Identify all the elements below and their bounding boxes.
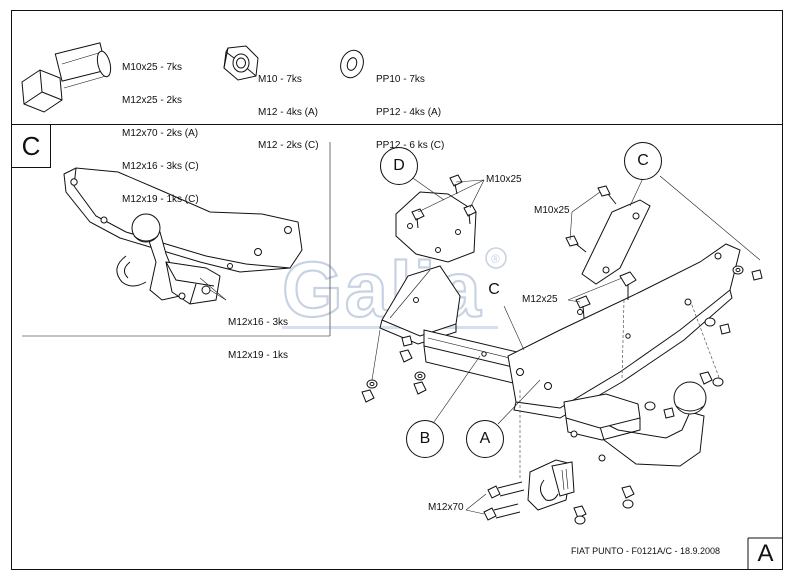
title-block-text: FIAT PUNTO - F0121A/C - 18.9.2008: [571, 546, 721, 556]
legend-nut-icon: [223, 45, 259, 81]
callout-m12x25: M12x25: [522, 294, 558, 305]
part-d-label: D: [380, 147, 418, 185]
callout-m10x25-side: M10x25: [534, 205, 570, 216]
legend-bolt-list: M10x25 - 7ks M12x25 - 2ks M12x70 - 2ks (…: [122, 40, 199, 216]
part-a-label: A: [466, 420, 504, 458]
bolt-m12x70-2: [483, 503, 521, 521]
legend-bolt-item: M12x19 - 1ks (C): [122, 194, 199, 205]
legend-nut-item: M10 - 7ks: [258, 74, 302, 85]
bolt-m12x25-2: [575, 295, 591, 319]
legend-nut-item: M12 - 4ks (A): [258, 107, 319, 118]
bolt-c-2: [565, 235, 587, 253]
bolt-m12x25-1: [619, 271, 637, 300]
legend-bolt-icon: [21, 42, 112, 113]
legend-bolt-item: M12x70 - 2ks (A): [122, 128, 199, 139]
legend-nut-list: M10 - 7ks M12 - 4ks (A) M12 - 2ks (C): [258, 52, 319, 162]
watermark-registered-mark: ®: [491, 252, 500, 266]
inset-callout-line: M12x16 - 3ks: [228, 317, 289, 328]
bolt-m12x70-1: [487, 481, 525, 499]
bolt-d-2: [463, 204, 477, 225]
legend-nut-item: M12 - 2ks (C): [258, 140, 319, 151]
bolt-d-3: [411, 208, 425, 229]
bolt-d-1: [449, 174, 463, 195]
main-assembly: [361, 174, 763, 525]
title-block-letter: A: [757, 540, 774, 567]
part-c-label: C: [624, 142, 662, 180]
inset-callout-line: M12x19 - 1ks: [228, 350, 289, 361]
callout-m12x70: M12x70: [428, 502, 464, 513]
legend-bolt-item: M12x25 - 2ks: [122, 95, 183, 106]
legend-washer-item: PP12 - 4ks (A): [376, 107, 442, 118]
inset-c-view: [22, 142, 331, 337]
drawing-frame: [11, 10, 783, 570]
bolt-c-1: [597, 185, 617, 205]
part-b-label: B: [406, 420, 444, 458]
legend-divider: [11, 124, 783, 125]
legend-washer-item: PP10 - 7ks: [376, 74, 425, 85]
part-c-label-2: C: [488, 281, 500, 298]
legend-washer-icon: [340, 49, 364, 79]
legend-bolt-item: M10x25 - 7ks: [122, 62, 183, 73]
inset-c-callout: M12x16 - 3ks M12x19 - 1ks: [228, 295, 288, 372]
legend-washer-item: PP12 - 6 ks (C): [376, 140, 445, 151]
legend-bolt-item: M12x16 - 3ks (C): [122, 161, 199, 172]
legend-washer-list: PP10 - 7ks PP12 - 4ks (A) PP12 - 6 ks (C…: [376, 52, 444, 162]
callout-m10x25-top: M10x25: [486, 174, 522, 185]
inset-c-letter-box: C: [11, 124, 51, 168]
